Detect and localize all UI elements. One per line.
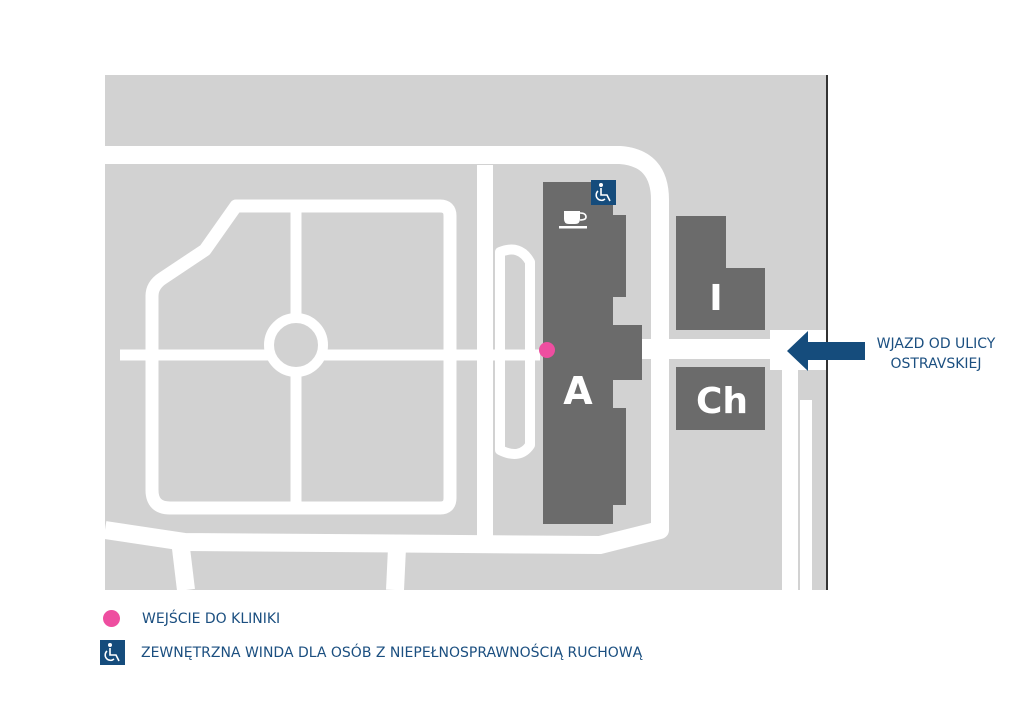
roundabout (264, 313, 328, 377)
pink-dot-icon (103, 610, 120, 627)
arrow-left-icon (787, 331, 865, 371)
building-ch-label: Ch (696, 381, 748, 422)
cafe-icon (559, 211, 587, 229)
building-a (543, 182, 642, 524)
entrance-label-line2: OSTRAVSKIEJ (890, 356, 982, 372)
wheelchair-icon (591, 180, 616, 205)
building-i-label: I (709, 278, 722, 319)
legend-label-elevator: ZEWNĘTRZNA WINDA DLA OSÓB Z NIEPEŁNOSPRA… (141, 644, 643, 661)
legend-item-elevator: ZEWNĘTRZNA WINDA DLA OSÓB Z NIEPEŁNOSPRA… (100, 640, 643, 665)
entrance-label-line1: WJAZD OD ULICY (876, 336, 996, 352)
legend-item-entrance: WEJŚCIE DO KLINIKI (103, 610, 280, 627)
building-ch (676, 367, 765, 430)
clinic-entrance-marker (539, 342, 555, 358)
building-a-label: A (563, 369, 593, 413)
building-i (676, 216, 765, 330)
legend-label-entrance: WEJŚCIE DO KLINIKI (142, 610, 281, 627)
wheelchair-icon (100, 640, 125, 665)
entrance-label: WJAZD OD ULICY OSTRAVSKIEJ (862, 334, 1010, 374)
